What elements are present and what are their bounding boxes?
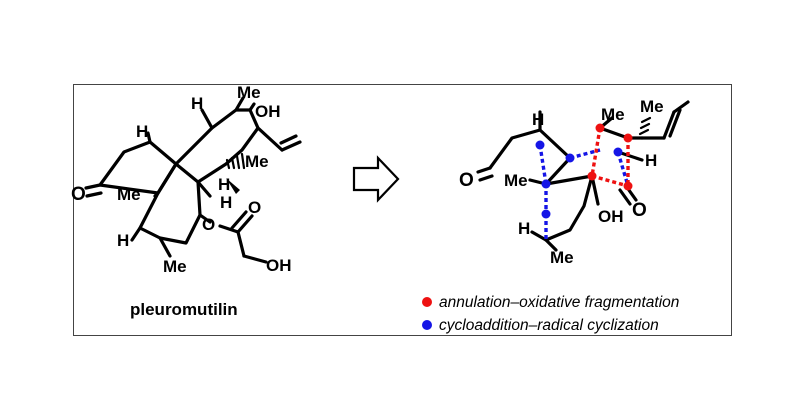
five-ring-bonds: [98, 140, 178, 195]
blue-atom-dot: [541, 209, 551, 219]
blue-dash-bond-4: [569, 148, 601, 160]
legend-blue-dot: [422, 320, 432, 330]
molecule-name: pleuromutilin: [130, 300, 238, 319]
red-atom-dot: [623, 181, 633, 191]
ch2-bond: [236, 230, 246, 258]
right-h-top-label: H: [532, 110, 544, 129]
h-wedge-label: H: [220, 193, 232, 212]
carbonyl-double-bond: [230, 210, 248, 230]
right-five-ring: [488, 128, 572, 186]
legend-red-dot: [422, 297, 432, 307]
blue-atom-dot: [541, 179, 551, 189]
scheme-frame: [73, 84, 732, 336]
o-carbonyl-label: O: [248, 198, 261, 217]
me-top-label: Me: [237, 83, 261, 102]
h-ring-label: H: [218, 175, 230, 194]
red-atom-dot: [623, 133, 633, 143]
low-me-bond: [158, 236, 172, 258]
intermediate-structure: H Me Me O H Me OH O H Me: [459, 97, 690, 267]
me-side-label: Me: [245, 152, 269, 171]
pleuromutilin-structure: H Me OH H Me O Me H O O H Me OH H pleuro…: [71, 83, 302, 319]
o-ester-label: O: [202, 215, 215, 234]
blue-dash-bond-1: [538, 144, 548, 185]
legend-item-blue: cycloaddition–radical cyclization: [439, 317, 659, 334]
quat-me-bond: [153, 191, 160, 198]
right-me-b-label: Me: [640, 97, 664, 116]
right-hashed-me-bond: [638, 116, 652, 136]
right-h-label: H: [645, 151, 657, 170]
right-vinyl-bond-2: [662, 110, 676, 140]
right-top-bonds: [598, 126, 644, 140]
right-ketone-bond: [476, 166, 492, 174]
me-quat-label: Me: [117, 185, 141, 204]
o-ketone-label: O: [71, 184, 86, 205]
me-low-label: Me: [163, 257, 187, 276]
right-h-low-label: H: [518, 219, 530, 238]
top-h-bond: [200, 108, 214, 130]
vinyl-bond-2: [280, 140, 302, 152]
wedge-h-bond: [226, 178, 240, 194]
right-six-ring: [544, 174, 594, 242]
ch2-oh-bond: [242, 254, 268, 264]
right-me-left-label: Me: [504, 171, 528, 190]
legend: annulation–oxidative fragmentation cyclo…: [422, 294, 679, 334]
right-oh-label: OH: [598, 207, 624, 226]
o-c-ester-bond: [218, 224, 240, 234]
c-o-ester-bond: [198, 213, 212, 224]
right-me-a-label: Me: [601, 105, 625, 124]
ring-to-ester-bond: [196, 180, 212, 198]
vinyl-double-bond: [279, 134, 298, 145]
red-atom-dot: [587, 171, 597, 181]
right-oh-bond: [590, 174, 600, 206]
right-me-low-label: Me: [550, 248, 574, 267]
h-top-label: H: [191, 94, 203, 113]
right-lactone-double-bond: [618, 188, 632, 206]
carbonyl-bond: [236, 214, 254, 234]
red-atom-dot: [595, 123, 605, 133]
retrosynthesis-arrow-icon: [352, 155, 400, 203]
right-ketone-double-bond: [478, 174, 494, 182]
right-o-lactone-label: O: [632, 200, 647, 221]
right-o-ketone-label: O: [459, 170, 474, 191]
right-vinyl-double-bond: [668, 108, 682, 138]
right-low-h-bond: [530, 230, 548, 242]
eight-ring-bonds: [174, 108, 260, 184]
right-low-me-bond: [544, 238, 558, 252]
bridge-h-bond: [146, 131, 152, 144]
top-oh-bond: [248, 102, 256, 112]
oh-glycol-label: OH: [266, 256, 292, 275]
red-dash-bond-1: [590, 127, 602, 177]
vinyl-bond-1: [256, 126, 284, 152]
blue-atom-dot: [613, 147, 623, 157]
low-h-bond: [130, 226, 142, 242]
blue-atom-dot: [565, 153, 575, 163]
top-me-bond: [234, 96, 245, 112]
legend-item-red: annulation–oxidative fragmentation: [439, 294, 679, 311]
ketone-double-bond: [85, 191, 103, 198]
hashed-me-bond: [225, 152, 246, 170]
six-ring-bonds: [138, 162, 202, 245]
ketone-bond: [84, 183, 102, 190]
red-dash-bond-3: [591, 174, 629, 188]
h-bridge-label: H: [136, 122, 148, 141]
right-vinyl-end: [672, 100, 690, 114]
oh-top-label: OH: [255, 102, 281, 121]
blue-atom-dot: [535, 140, 545, 150]
h-low-label: H: [117, 231, 129, 250]
